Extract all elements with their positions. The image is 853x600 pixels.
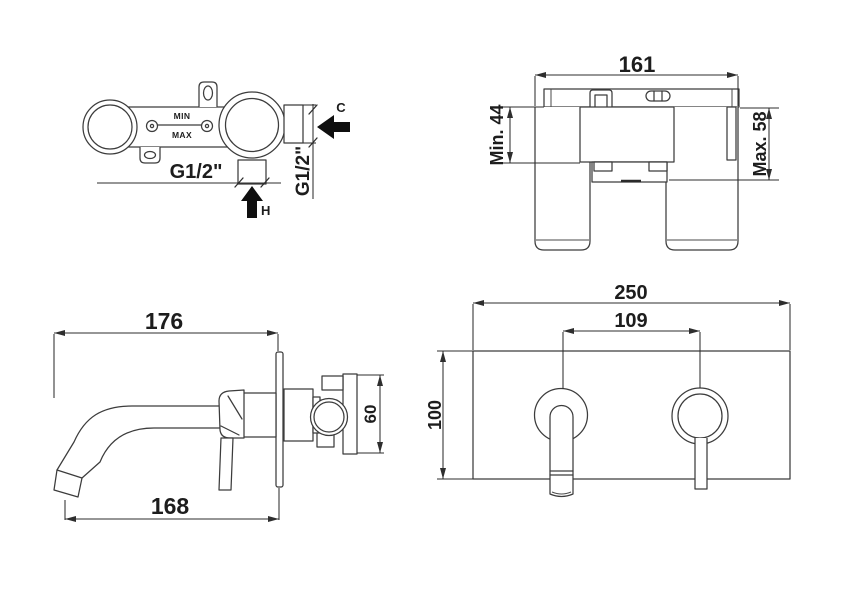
adjustment-screws xyxy=(145,119,214,133)
dimension-max-58: Max. 58 xyxy=(669,107,779,181)
mounting-tab-bottom-hole xyxy=(143,150,157,160)
left-supply-leg xyxy=(534,107,591,251)
dim-161-value: 161 xyxy=(619,52,656,77)
inwall-valve-side xyxy=(283,373,358,455)
view-trim-front: 250 109 100 xyxy=(425,282,791,498)
cold-inlet-stub xyxy=(283,104,304,144)
left-inlet-port xyxy=(82,99,138,155)
mounting-tab-top-hole xyxy=(202,85,214,101)
dimension-168: 168 xyxy=(64,488,280,522)
view-trim-side: 176 168 60 xyxy=(53,308,384,522)
mounting-tab-bottom xyxy=(139,147,161,164)
dimension-thread-bottom: G1/2" xyxy=(97,161,281,188)
spout-side xyxy=(53,405,277,498)
valve-block xyxy=(283,388,314,442)
thread-size-side: G1/2" xyxy=(293,146,314,196)
view-rough-in-front: MIN MAX G1/2" G1/2" C H xyxy=(82,81,350,218)
max-marking: MAX xyxy=(172,130,192,140)
cold-flow-arrow: C xyxy=(317,100,350,139)
dimension-109: 109 xyxy=(562,310,701,389)
cold-label: C xyxy=(336,100,346,115)
side-outlet-strip xyxy=(726,106,737,161)
dimension-thread-side: G1/2" xyxy=(293,104,318,199)
plate-clip xyxy=(589,89,613,108)
handle-side xyxy=(218,389,277,491)
dim-max-58-value: Max. 58 xyxy=(750,111,770,176)
dim-109-value: 109 xyxy=(614,310,647,332)
handle-rod xyxy=(218,437,234,491)
dim-100-value: 100 xyxy=(425,400,445,430)
dim-176-value: 176 xyxy=(145,308,183,334)
hot-flow-arrow: H xyxy=(241,186,270,218)
dim-min-44-value: Min. 44 xyxy=(487,104,507,165)
hot-inlet-stub xyxy=(237,159,267,185)
dimension-min-44: Min. 44 xyxy=(487,104,580,166)
handle-front xyxy=(671,387,729,490)
dim-168-value: 168 xyxy=(151,493,190,519)
handle-sleeve xyxy=(242,392,277,438)
aerator-joint-line xyxy=(56,469,83,479)
min-marking: MIN xyxy=(174,111,191,121)
dimension-250: 250 xyxy=(472,282,791,350)
spout-tube xyxy=(549,404,574,498)
cartridge-circle xyxy=(309,397,349,437)
dimension-60: 60 xyxy=(357,374,384,454)
dimension-176: 176 xyxy=(53,308,279,398)
arrow-up-icon xyxy=(241,186,263,218)
right-supply-leg xyxy=(665,106,739,251)
wall-plate-edge xyxy=(275,351,284,488)
wall-plate-front xyxy=(472,350,791,480)
right-valve-port xyxy=(218,91,286,159)
dimension-100: 100 xyxy=(425,350,473,480)
handle-rod-front xyxy=(694,438,708,490)
spout-front xyxy=(533,387,589,498)
hot-label: H xyxy=(261,203,270,218)
thread-size-bottom: G1/2" xyxy=(170,161,223,183)
dim-60-value: 60 xyxy=(361,405,380,424)
view-rough-in-top: 161 Min. 44 Max. 58 xyxy=(487,52,779,251)
arrow-left-icon xyxy=(317,115,350,139)
dimension-161: 161 xyxy=(534,52,739,106)
handle-base xyxy=(677,393,723,439)
dim-250-value: 250 xyxy=(614,282,647,304)
mounting-plate xyxy=(543,88,740,108)
plate-screw-slot xyxy=(645,90,671,102)
mixer-cartridge-body xyxy=(579,106,675,183)
mounting-tab-top xyxy=(198,81,218,107)
